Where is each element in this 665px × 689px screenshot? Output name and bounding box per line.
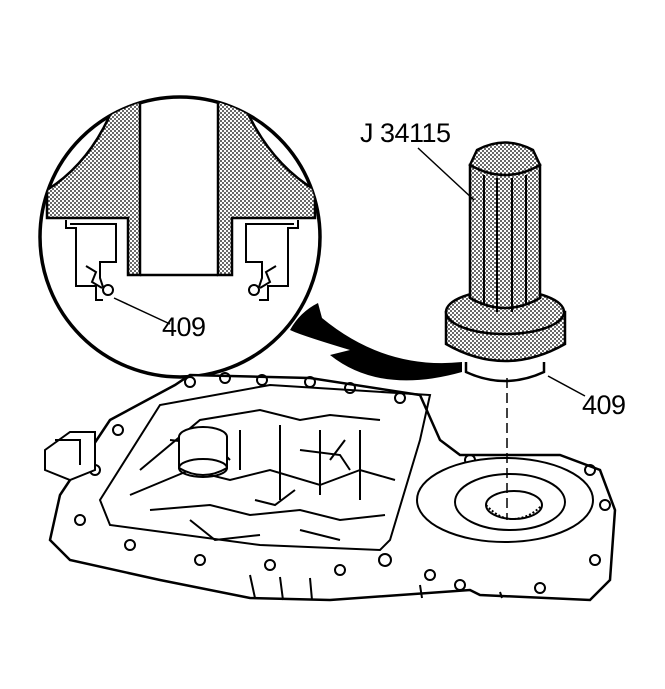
magnify-arrow	[290, 303, 462, 381]
leader-line-detail	[113, 297, 171, 325]
tool-section-left	[45, 97, 142, 277]
tool-section-right	[216, 97, 317, 277]
seal-spring-left	[102, 284, 114, 296]
detail-magnifier	[38, 95, 322, 379]
seal-main-label: 409	[582, 390, 626, 420]
seal-detail-label: 409	[162, 312, 206, 342]
tool-j34115	[417, 141, 586, 520]
seal-spring-right	[248, 284, 260, 296]
tool-label: J 34115	[360, 118, 451, 148]
leader-line-tool	[417, 147, 475, 201]
seal-409	[464, 362, 546, 383]
valve-body-case	[44, 372, 617, 602]
leader-line-seal	[547, 375, 586, 397]
